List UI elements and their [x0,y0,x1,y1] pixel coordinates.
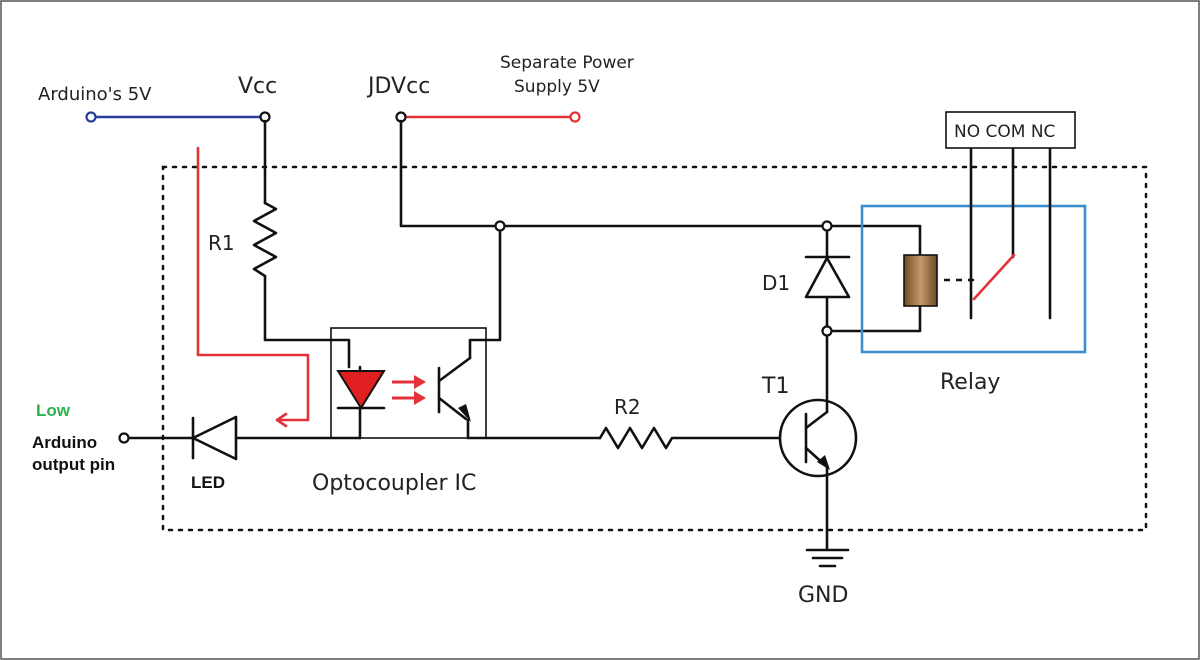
module-boundary [161,165,1148,532]
r2-resistor [598,426,782,450]
separate-supply-wire [403,111,581,123]
gnd-label: GND [798,583,848,608]
led-label: LED [191,473,225,492]
r2-label: R2 [614,395,641,419]
t1-body [778,398,858,478]
supply-label-line2: Supply 5V [514,77,600,97]
arduino-5v-terminal [85,111,97,123]
jdvcc-label: JDVcc [366,74,430,99]
relay-box [860,204,1087,354]
optocoupler-ic [330,327,487,439]
d1-top-node [821,220,833,232]
arduino-output-terminal [118,432,130,444]
relay-coil-icon [903,254,938,307]
opto-led [336,365,386,440]
relay-label: Relay [940,370,1000,395]
vcc-r1-wire [252,119,351,369]
relay-switch [969,146,1052,320]
arduino-5v-label: Arduino's 5V [38,84,152,105]
r1-label: R1 [208,231,235,255]
d1-bottom-node [821,325,833,337]
arduino-pin-label-line1: Arduino [32,433,97,452]
current-path-arrow [196,146,310,428]
t1-label: T1 [761,374,789,399]
vcc-label: Vcc [238,74,277,99]
r1-resistor [252,201,278,278]
opto-led-icon [336,370,386,410]
supply-terminal [569,111,581,123]
jdvcc-bus-wire [399,119,922,360]
relay-terminals-label: NO COM NC [954,122,1055,142]
arduino-5v-wire [85,111,262,123]
low-label: Low [36,401,71,420]
supply-label-line1: Separate Power [500,53,634,73]
d1-label: D1 [762,271,790,295]
ground-symbol [805,548,850,568]
relay-terminal-block [945,111,1076,149]
jdvcc-opto-node [494,220,506,232]
t1-transistor [778,330,858,550]
arduino-pin-label-line2: output pin [32,455,115,474]
opto-phototransistor [437,356,602,440]
opto-light-arrows [392,375,426,405]
led-diode [127,415,362,461]
optocoupler-label: Optocoupler IC [312,471,476,496]
